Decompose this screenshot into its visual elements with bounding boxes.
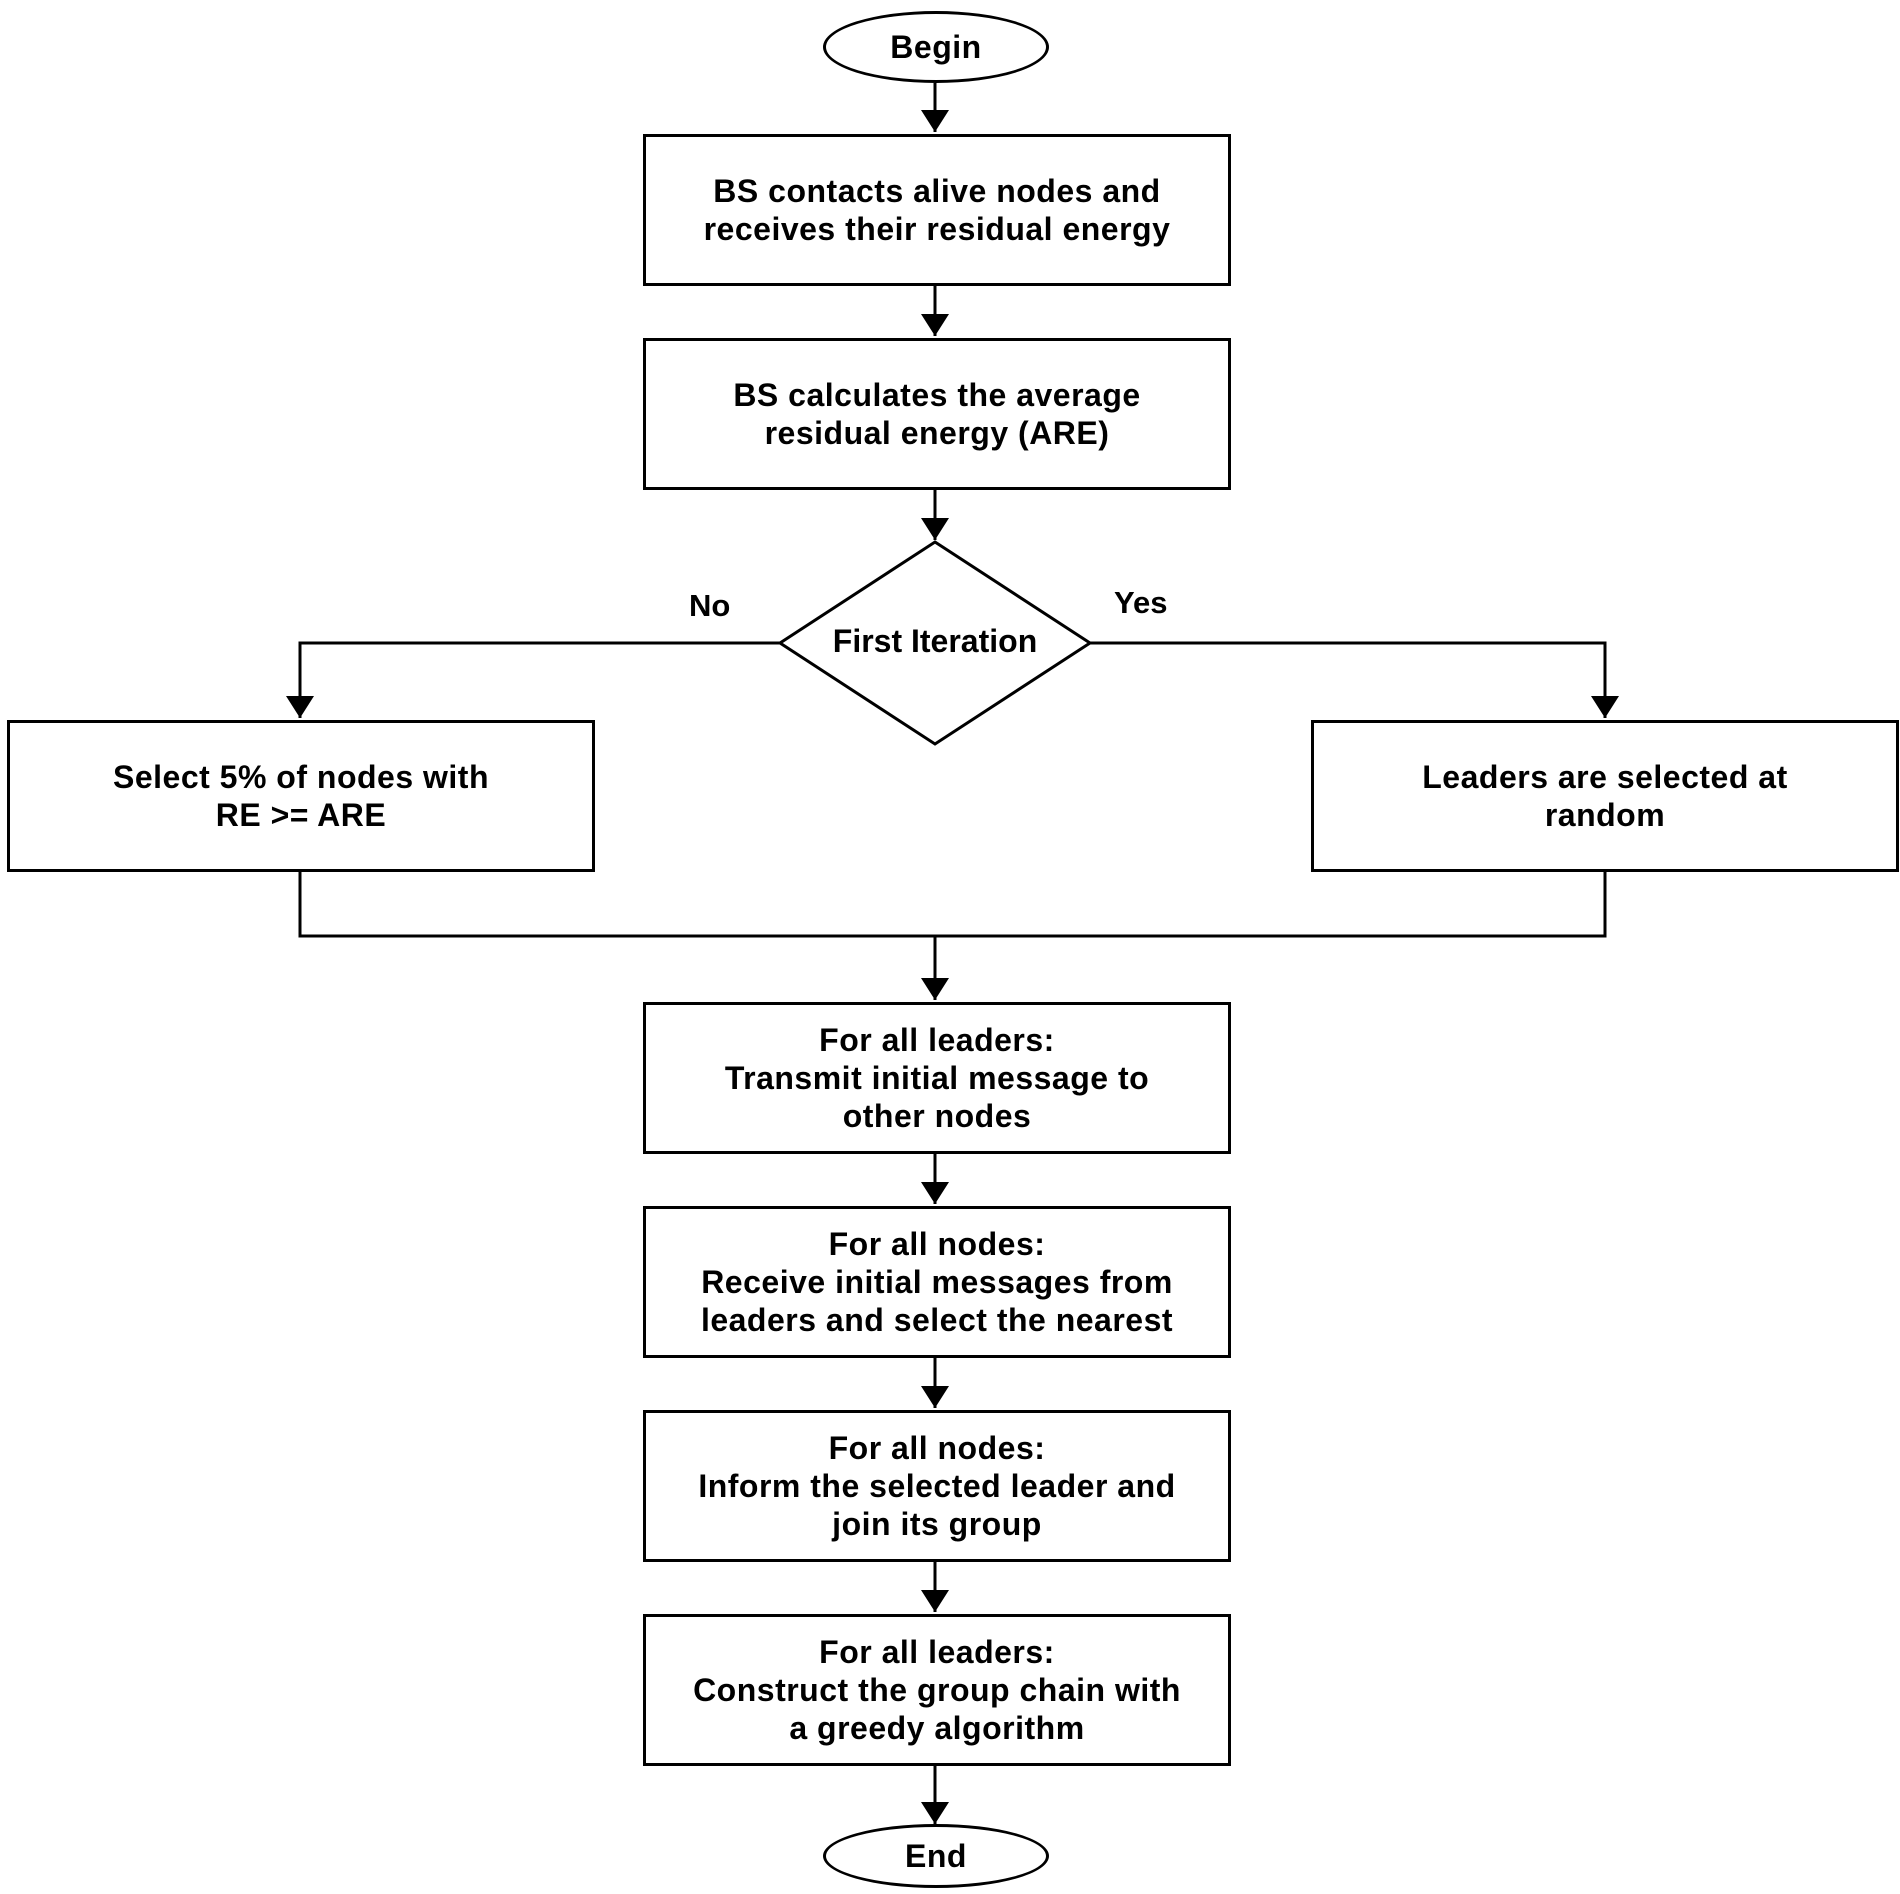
arrow-yes-branch [1090, 641, 1607, 718]
begin-label: Begin [890, 28, 982, 65]
step-line: BS contacts alive nodes and [713, 173, 1161, 209]
arrowhead [286, 696, 314, 718]
branch-label-no: No [689, 588, 731, 623]
step-transmit-message: For all leaders: Transmit initial messag… [643, 1002, 1231, 1154]
step-line: random [1544, 797, 1666, 833]
step-line: Receive initial messages from [701, 1264, 1173, 1300]
step-line: other nodes [842, 1098, 1032, 1134]
step-line: residual energy (ARE) [764, 415, 1110, 451]
decision-label: First Iteration [832, 623, 1038, 659]
step-line: For all nodes: [828, 1226, 1046, 1262]
branch-label-yes: Yes [1114, 585, 1168, 620]
arrowhead [921, 314, 949, 336]
end-terminal: End [823, 1824, 1049, 1888]
step-line: join its group [832, 1506, 1042, 1542]
decision-diamond [777, 540, 1093, 746]
step-line: For all leaders: [819, 1634, 1055, 1670]
arrowhead [921, 110, 949, 132]
step-line: Transmit initial message to [724, 1060, 1150, 1096]
step-select-percent: Select 5% of nodes with RE >= ARE [7, 720, 595, 872]
merge-line-left [298, 872, 1607, 938]
step-line: a greedy algorithm [789, 1710, 1085, 1746]
arrowhead [921, 1386, 949, 1408]
arrowhead [921, 978, 949, 1000]
step-construct-chain: For all leaders: Construct the group cha… [643, 1614, 1231, 1766]
step-line: leaders and select the nearest [700, 1302, 1174, 1338]
step-line: Inform the selected leader and [698, 1468, 1176, 1504]
end-label: End [905, 1837, 967, 1874]
arrowhead [1591, 696, 1619, 718]
arrowhead [921, 1802, 949, 1824]
arrowhead [921, 1590, 949, 1612]
step-calculate-average: BS calculates the average residual energ… [643, 338, 1231, 490]
step-random-leaders: Leaders are selected at random [1311, 720, 1899, 872]
arrow-no-branch [298, 641, 780, 718]
arrowhead [921, 1182, 949, 1204]
step-contact-nodes: BS contacts alive nodes and receives the… [643, 134, 1231, 286]
step-line: For all nodes: [828, 1430, 1046, 1466]
step-line: RE >= ARE [215, 797, 387, 833]
step-inform-leader: For all nodes: Inform the selected leade… [643, 1410, 1231, 1562]
step-line: receives their residual energy [703, 211, 1171, 247]
arrowhead [921, 518, 949, 540]
begin-terminal: Begin [823, 11, 1049, 83]
step-line: Leaders are selected at [1422, 759, 1788, 795]
step-receive-messages: For all nodes: Receive initial messages … [643, 1206, 1231, 1358]
step-line: Construct the group chain with [693, 1672, 1181, 1708]
step-line: BS calculates the average [733, 377, 1141, 413]
step-line: For all leaders: [819, 1022, 1055, 1058]
step-line: Select 5% of nodes with [112, 759, 489, 795]
